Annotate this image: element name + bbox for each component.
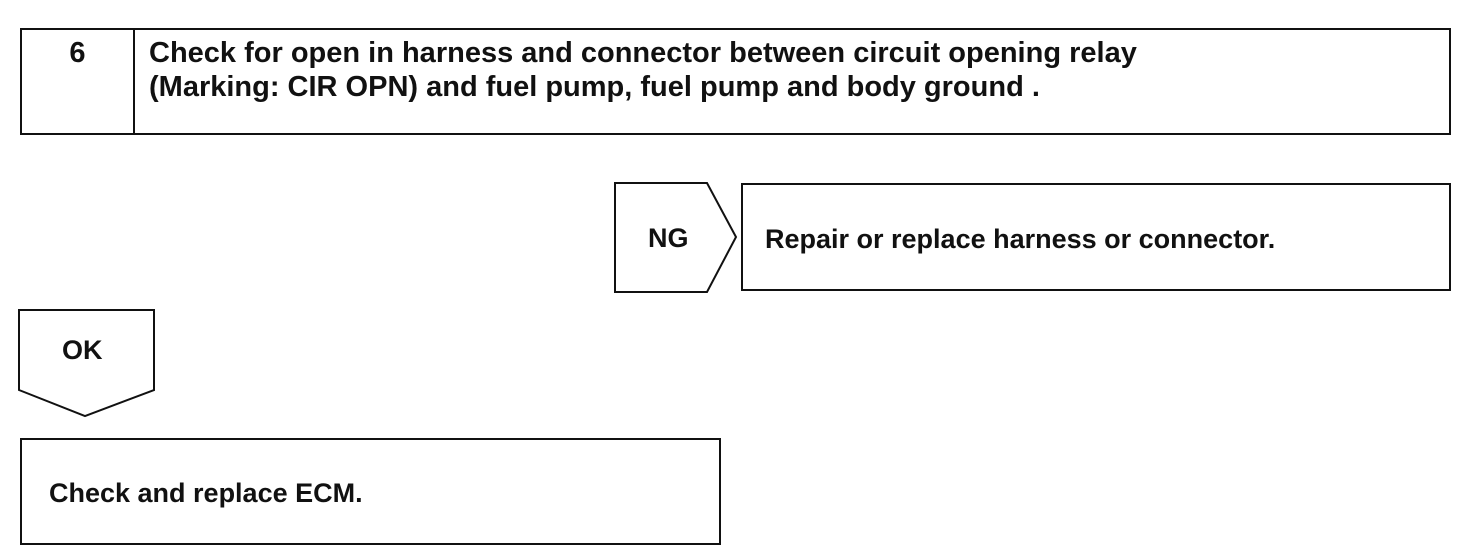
ng-label: NG: [648, 223, 689, 253]
ng-arrow: [614, 182, 738, 293]
ok-arrow-shape: [18, 309, 155, 418]
ng-action-box: Repair or replace harness or connector.: [741, 183, 1451, 291]
ok-arrow: [18, 309, 155, 418]
ok-action-text: Check and replace ECM.: [49, 478, 363, 508]
ok-label: OK: [62, 335, 103, 365]
step-title-line-2: (Marking: CIR OPN) and fuel pump, fuel p…: [149, 71, 1040, 103]
ng-action-text: Repair or replace harness or connector.: [765, 224, 1276, 254]
step-title-line-1: Check for open in harness and connector …: [149, 37, 1137, 69]
step-number: 6: [69, 37, 86, 69]
ng-arrow-shape: [614, 182, 738, 293]
step-box: 6 Check for open in harness and connecto…: [20, 28, 1451, 135]
step-title: Check for open in harness and connector …: [149, 36, 1429, 104]
ok-action-box: Check and replace ECM.: [20, 438, 721, 545]
step-number-cell: 6: [22, 30, 135, 133]
